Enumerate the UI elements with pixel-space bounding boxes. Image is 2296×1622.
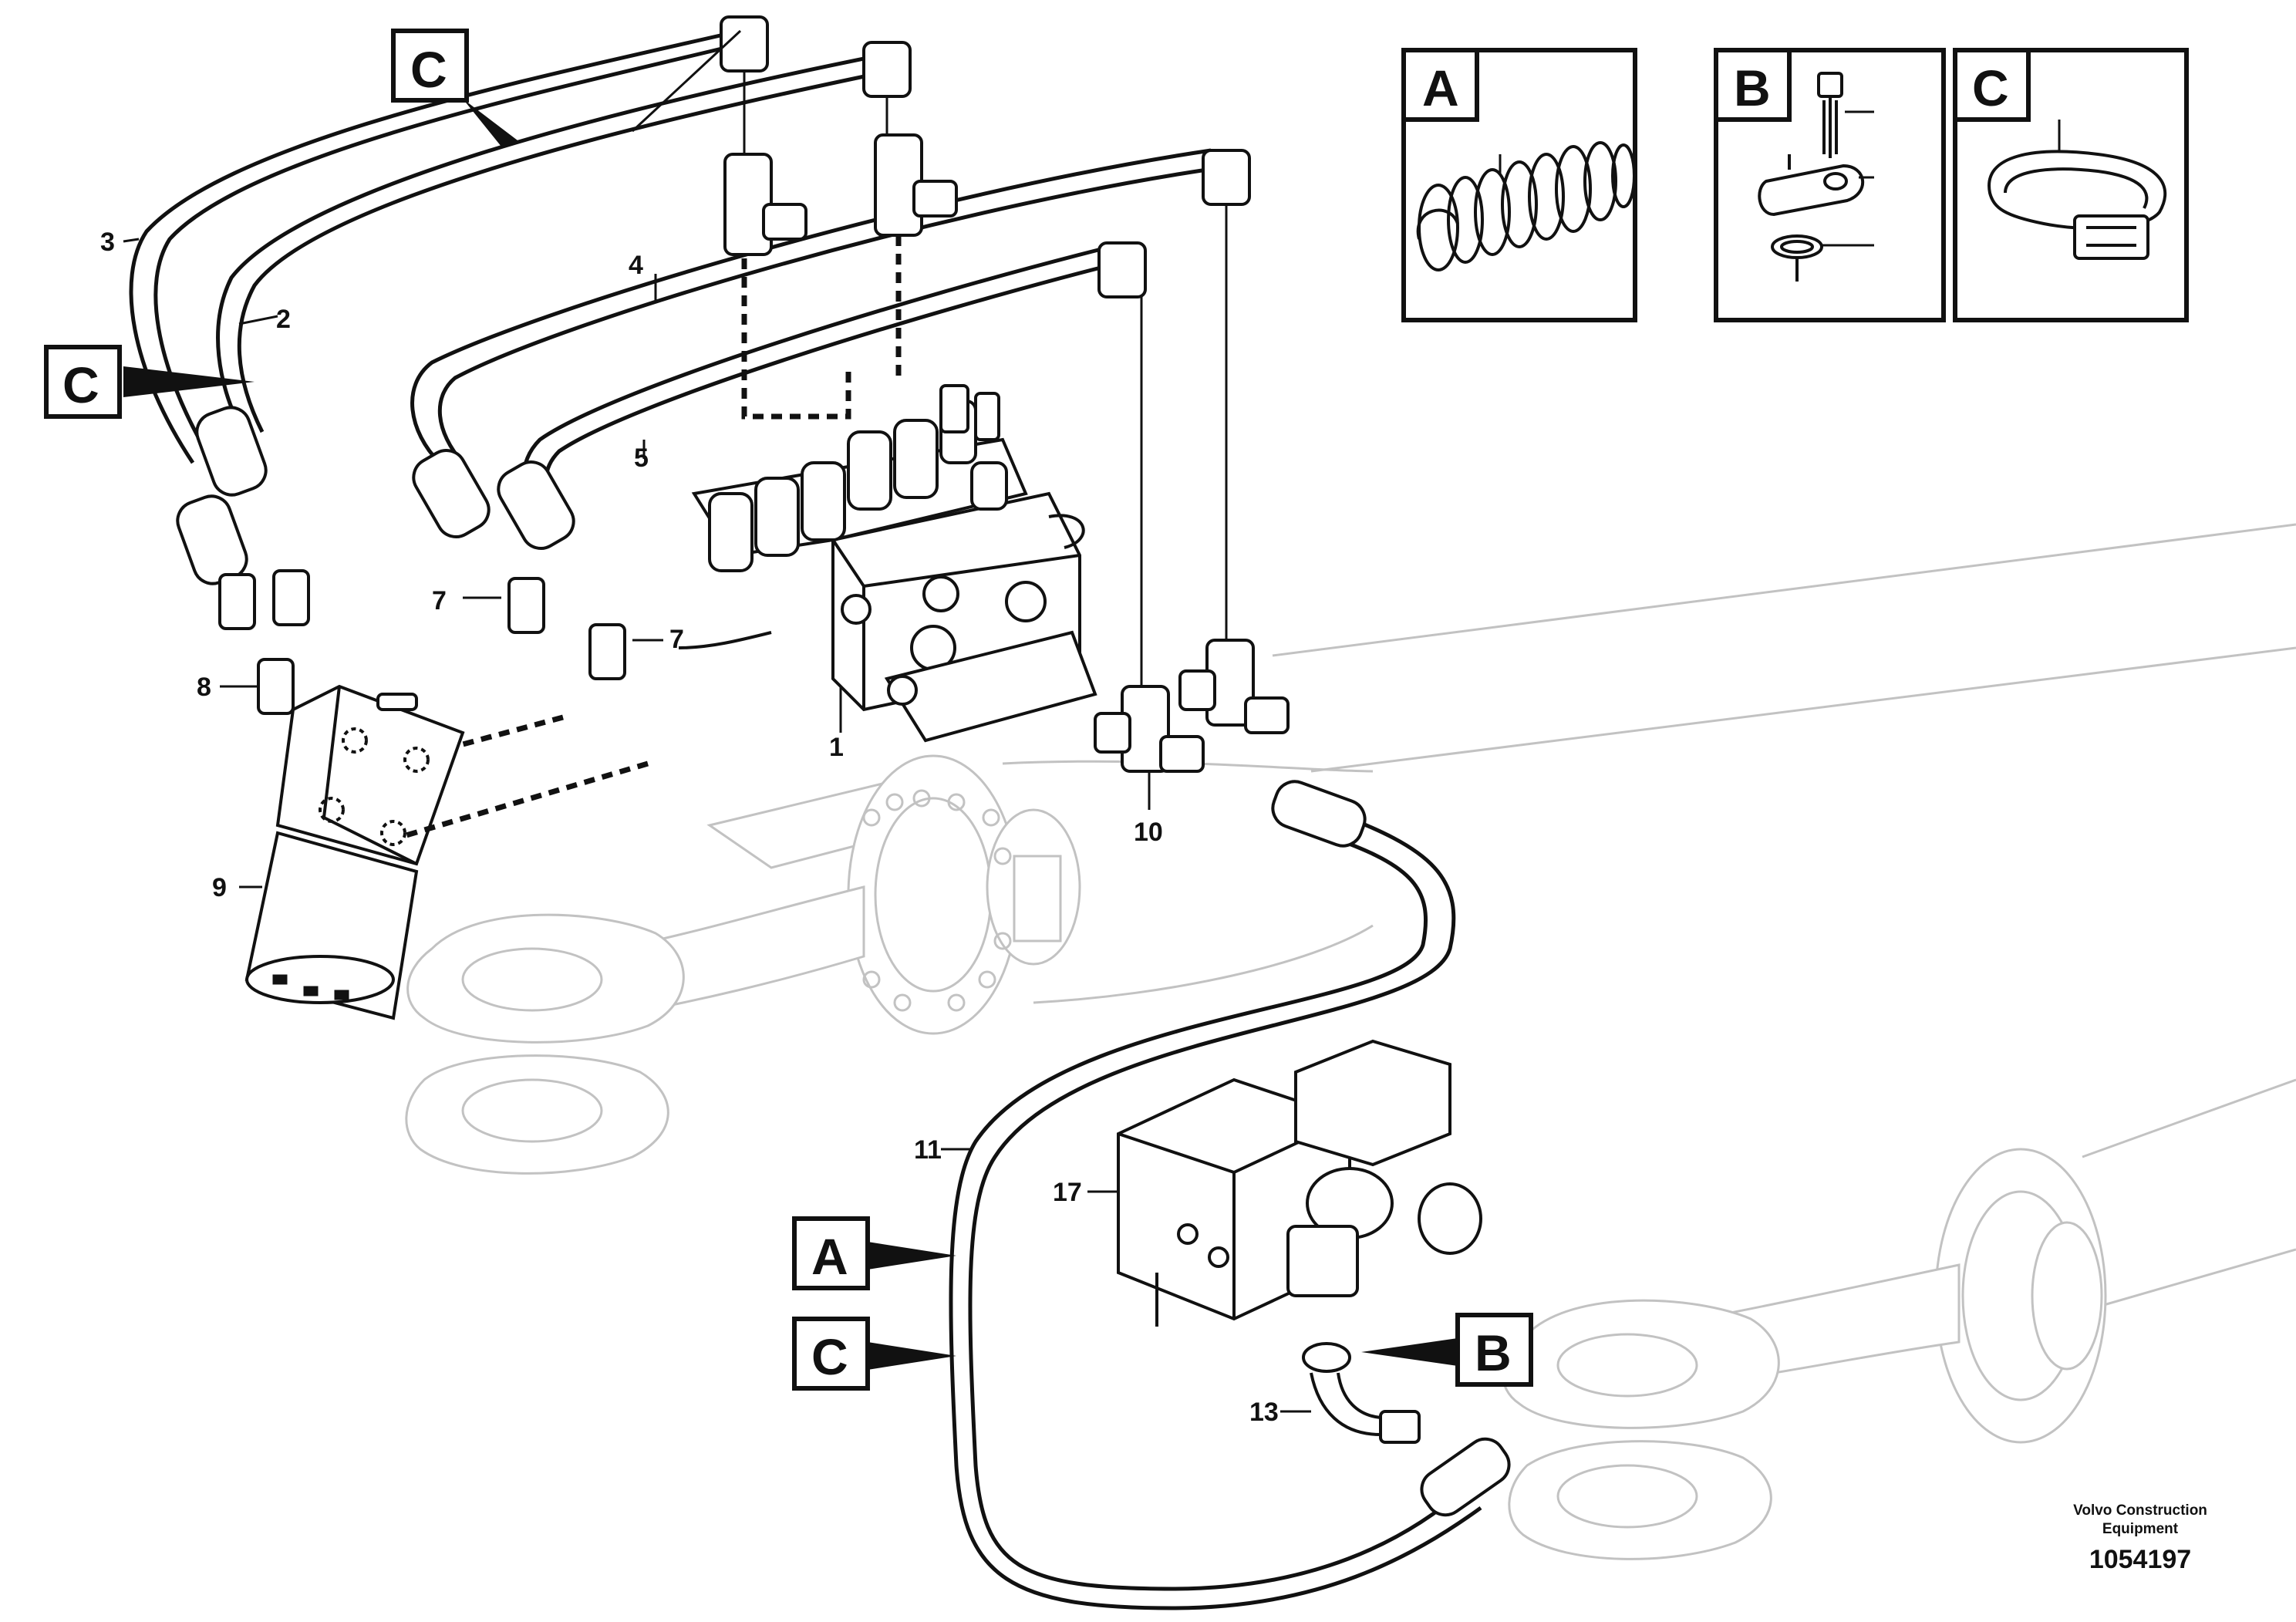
panel-c-letter: C — [1972, 59, 2009, 116]
pilot-lines — [400, 235, 902, 840]
callout-17: 17 — [1053, 1178, 1082, 1207]
valve-block-1 — [678, 384, 1097, 743]
tag-b-bottom: B — [1455, 1313, 1533, 1387]
brand-line-1: Volvo Construction — [2073, 1502, 2207, 1519]
washer-16 — [1771, 234, 1874, 282]
tag-c-top: C — [391, 29, 469, 103]
callout-7b: 7 — [669, 625, 684, 654]
callout-2: 2 — [276, 305, 291, 334]
clamp-15 — [1758, 154, 1874, 217]
detail-panel-c: C — [1953, 48, 2189, 322]
brand-line-2: Equipment — [2102, 1521, 2179, 1537]
callout-9: 9 — [212, 873, 227, 902]
svg-text:C: C — [811, 1328, 848, 1385]
front-axle-ghost — [405, 523, 2296, 1175]
tag-a-bottom: A — [792, 1216, 870, 1290]
tag-c-left: C — [44, 345, 122, 419]
hose-11 — [949, 808, 1482, 1610]
tag-c-bottom: C — [792, 1317, 870, 1391]
callout-11: 11 — [914, 1135, 942, 1165]
steering-unit-9 — [244, 684, 465, 1020]
bolt-14 — [1817, 72, 1874, 158]
tee-fittings — [723, 133, 1290, 773]
callout-8: 8 — [197, 673, 211, 702]
adapters-7-8 — [218, 569, 626, 715]
publisher-footer: Volvo Construction Equipment 1054197 — [2073, 1502, 2207, 1574]
hose-3 — [129, 29, 741, 464]
svg-text:A: A — [811, 1228, 848, 1285]
detail-panel-a: A — [1401, 48, 1637, 322]
strap-clamp-6 — [1988, 120, 2167, 260]
hose-2 — [216, 52, 888, 441]
elbow-13 — [1302, 1342, 1421, 1444]
panel-b-letter: B — [1734, 59, 1771, 116]
svg-text:C: C — [62, 356, 99, 413]
valve-17 — [1117, 1039, 1482, 1327]
rear-axle-ghost — [1502, 1078, 2296, 1560]
svg-text:C: C — [410, 41, 447, 98]
document-number: 1054197 — [2089, 1545, 2191, 1574]
hose-4 — [410, 148, 1212, 464]
panel-a-letter: A — [1422, 59, 1459, 116]
callout-3: 3 — [100, 228, 115, 257]
callout-1: 1 — [829, 733, 844, 762]
svg-text:B: B — [1475, 1324, 1512, 1381]
hose-fittings — [176, 15, 1511, 1517]
callout-10: 10 — [1134, 818, 1163, 847]
callout-13: 13 — [1249, 1398, 1279, 1427]
spiral-guard-12 — [1416, 141, 1636, 271]
callout-5: 5 — [634, 443, 649, 473]
detail-panel-b: B — [1714, 48, 1946, 322]
callout-4: 4 — [629, 251, 643, 280]
leader-lines — [123, 29, 1311, 1413]
tag-arrows — [123, 99, 1458, 1370]
callout-7a: 7 — [432, 586, 447, 615]
